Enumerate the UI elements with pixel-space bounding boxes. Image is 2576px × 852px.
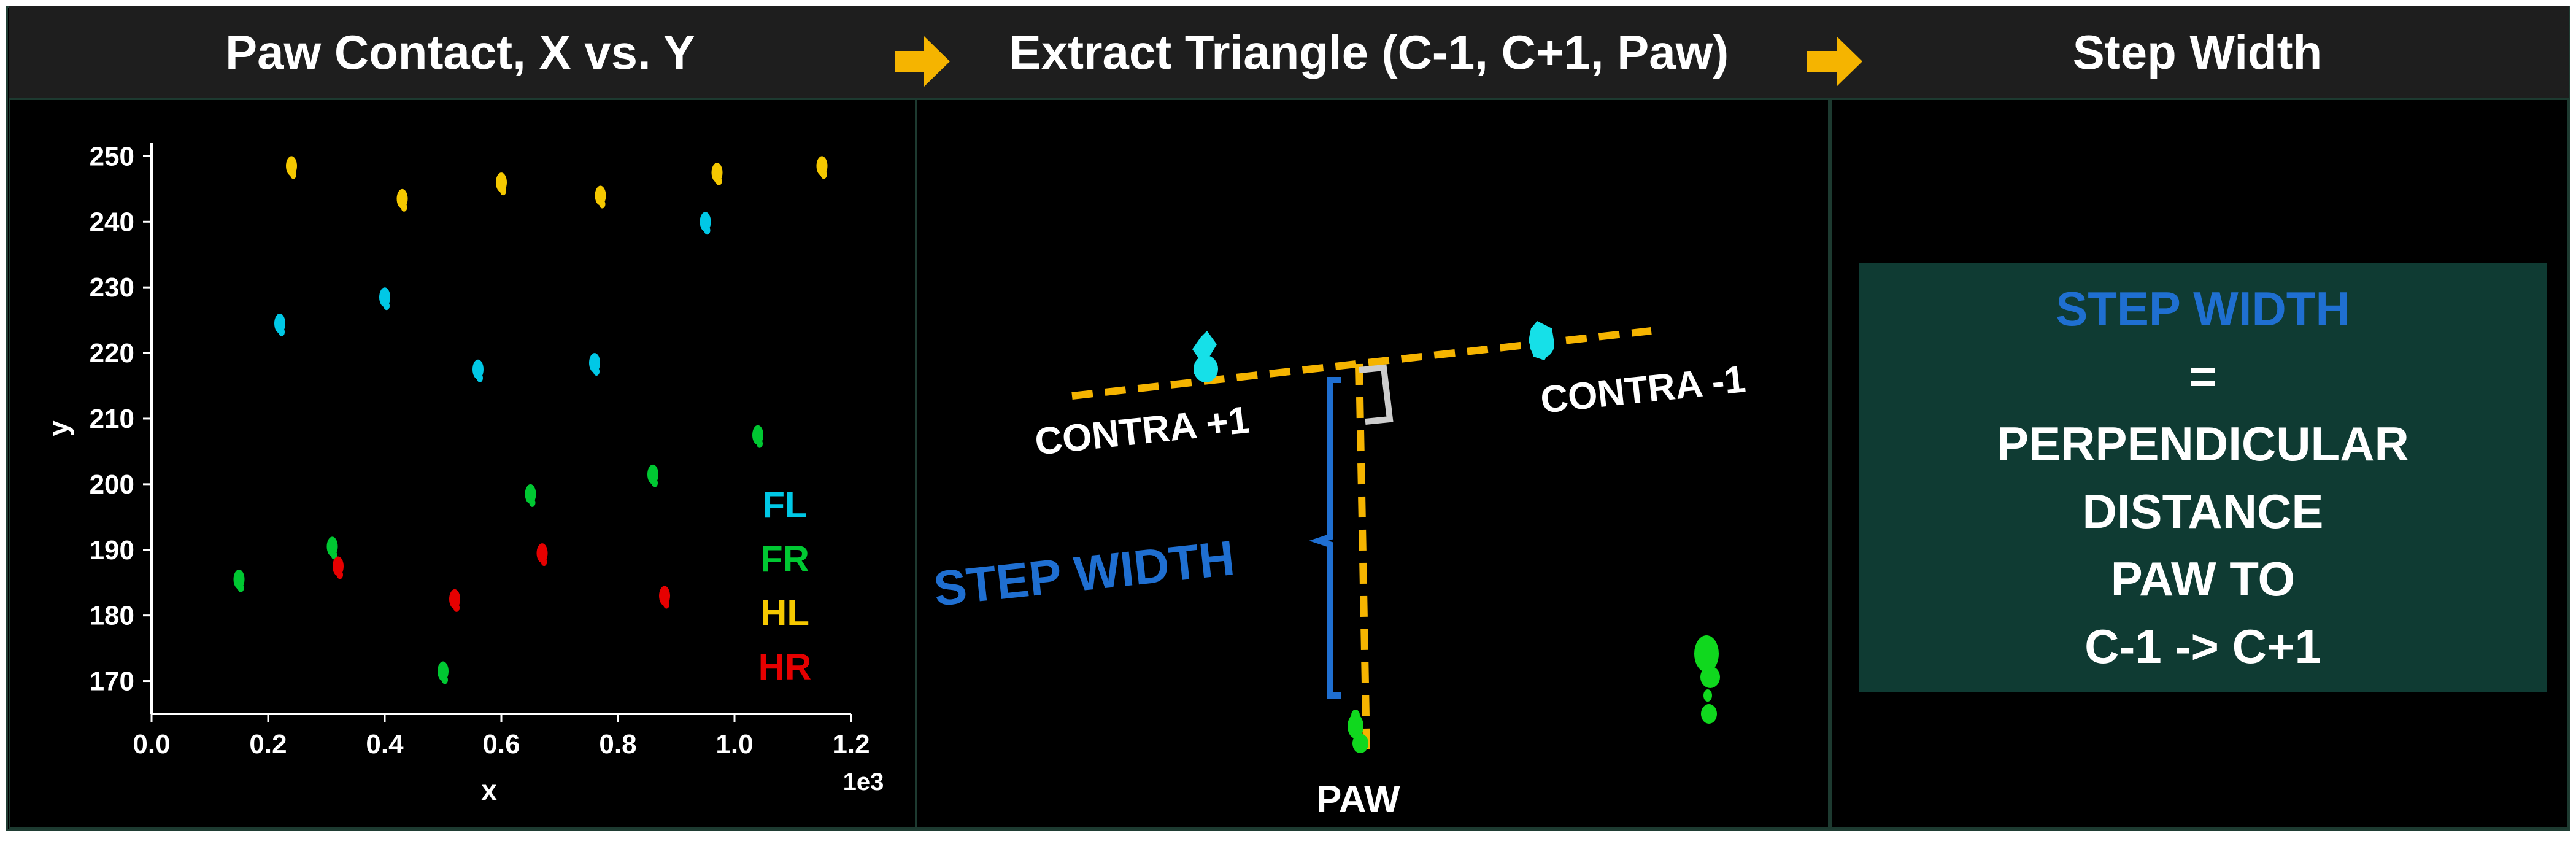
panel2-title: Extract Triangle (C-1, C+1, Paw) (1009, 25, 1729, 79)
data-point-fl (593, 367, 600, 376)
chart-axes: 0.0 0.2 0.4 0.6 0.8 1.0 1.2 170 180 190 200 210 220 2… (42, 141, 884, 806)
data-point-fr (237, 583, 244, 592)
y-tick-label: 190 (90, 535, 134, 565)
step-width-bracket (1309, 377, 1341, 699)
triangle-diagram: CONTRA +1 CONTRA -1 PAW STEP WIDTH (931, 321, 1748, 821)
panel2-header: Extract Triangle (C-1, C+1, Paw) (912, 6, 1826, 98)
legend-entry-fl: FL (762, 484, 807, 525)
x-tick-label: 0.4 (366, 729, 404, 759)
data-point-hl (715, 177, 722, 186)
definition-line: DISTANCE (2082, 484, 2324, 538)
data-point-fl (477, 373, 483, 382)
contra-plus-label: CONTRA +1 (1033, 399, 1251, 463)
y-axis-label: y (42, 420, 74, 436)
x-axis-label: x (481, 774, 497, 806)
data-point-fr (529, 498, 536, 507)
x-tick-label: 1.2 (832, 729, 870, 759)
y-tick-label: 240 (90, 207, 134, 237)
contra-minus-label: CONTRA -1 (1538, 358, 1748, 422)
definition-line: PERPENDICULAR (1997, 417, 2409, 471)
x-unit-label: 1e3 (843, 769, 884, 796)
scatter-plot: 0.0 0.2 0.4 0.6 0.8 1.0 1.2 170 180 190 200 210 220 2… (42, 141, 884, 806)
data-point-hl (599, 199, 606, 209)
y-tick-label: 230 (90, 273, 134, 303)
panel1-header: Paw Contact, X vs. Y (9, 6, 912, 98)
legend-entry-hr: HR (758, 646, 812, 687)
y-tick-label: 200 (90, 470, 134, 500)
y-tick-label: 220 (90, 338, 134, 368)
data-point-fl (704, 226, 711, 235)
y-tick-label: 170 (90, 667, 134, 697)
x-tick-label: 0.6 (482, 729, 520, 759)
data-point-hr (663, 600, 669, 609)
x-tick-label: 0.2 (249, 729, 287, 759)
data-point-fr (442, 675, 448, 684)
arrow-right-icon (1807, 36, 1862, 87)
panel3-title: Step Width (2072, 25, 2323, 79)
y-tick-label: 180 (90, 601, 134, 631)
data-point-hr (337, 570, 343, 579)
x-tick-label: 0.0 (133, 729, 170, 759)
paw-label: PAW (1316, 778, 1400, 821)
definition-line: PAW TO (2110, 552, 2296, 606)
chart-points (233, 156, 828, 684)
data-point-fr (331, 551, 337, 560)
other-paw-contact (1694, 635, 1720, 724)
chart-legend: FL FR HL HR (758, 484, 812, 687)
legend-entry-fr: FR (760, 538, 809, 579)
data-point-fr (652, 478, 658, 487)
data-point-fl (279, 327, 285, 336)
x-tick-label: 1.0 (715, 729, 753, 759)
right-angle-marker (1359, 364, 1394, 425)
panel3-header: Step Width (1826, 6, 2569, 98)
paw-marker (1348, 710, 1368, 753)
data-point-hl (500, 187, 506, 196)
arrow-right-icon (895, 36, 950, 87)
panel1-title: Paw Contact, X vs. Y (225, 25, 695, 79)
panel2-triangle: CONTRA +1 CONTRA -1 PAW STEP WIDTH (916, 98, 1830, 829)
contra-minus-paw (1529, 321, 1554, 360)
definition-box: STEP WIDTH = PERPENDICULAR DISTANCE PAW … (1859, 263, 2547, 692)
definition-title: STEP WIDTH (2056, 282, 2350, 336)
contra-plus-paw (1192, 331, 1218, 382)
data-point-hl (820, 170, 827, 179)
y-tick-label: 250 (90, 141, 134, 171)
step-width-label: STEP WIDTH (931, 530, 1236, 616)
definition-equals: = (2189, 349, 2217, 403)
data-point-fl (384, 301, 390, 311)
data-point-fr (757, 439, 763, 448)
definition-line: C-1 -> C+1 (2084, 619, 2321, 673)
data-point-hl (290, 170, 296, 179)
x-tick-label: 0.8 (599, 729, 636, 759)
panel1-scatter: 0.0 0.2 0.4 0.6 0.8 1.0 1.2 170 180 190 200 210 220 2… (9, 98, 917, 829)
legend-entry-hl: HL (760, 592, 809, 633)
y-tick-label: 210 (90, 404, 134, 434)
data-point-hl (401, 203, 407, 212)
data-point-hr (453, 603, 460, 612)
data-point-hr (541, 557, 547, 567)
